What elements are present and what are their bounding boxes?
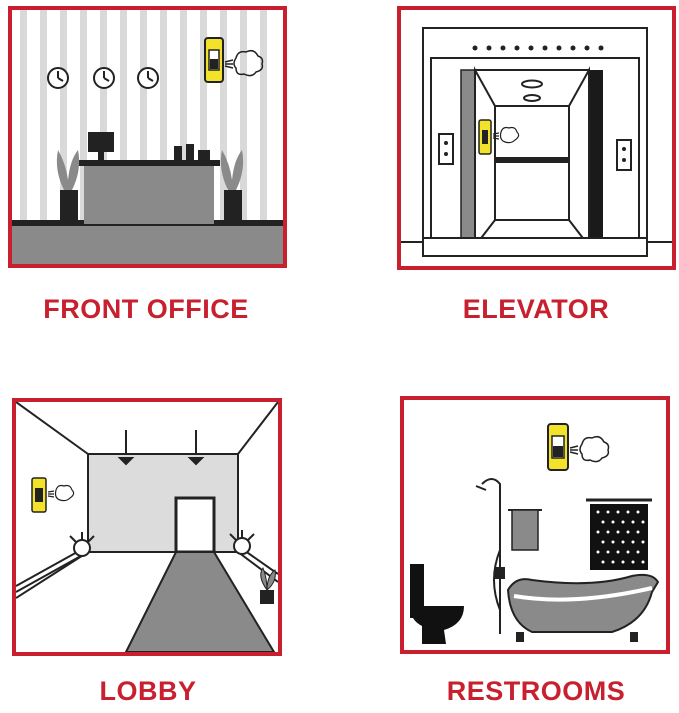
clock-icon xyxy=(93,67,115,89)
lobby-illustration xyxy=(16,402,278,652)
front-office-illustration xyxy=(12,10,283,264)
panel-lobby xyxy=(12,398,282,656)
shower-icon xyxy=(475,478,505,634)
panel-restrooms xyxy=(400,396,670,654)
carpet xyxy=(124,551,276,652)
towel-icon xyxy=(586,498,652,570)
spray-icon xyxy=(569,435,610,463)
plant-icon xyxy=(56,150,80,224)
reception-desk xyxy=(78,160,220,224)
toilet-icon xyxy=(410,564,464,644)
towel-icon xyxy=(508,509,542,551)
desk-items xyxy=(174,144,210,160)
clock-icon xyxy=(47,67,69,89)
call-button-panel xyxy=(616,139,632,171)
elevator-doors xyxy=(460,66,603,249)
call-button-panel xyxy=(438,133,454,165)
dispenser-icon xyxy=(31,477,47,513)
floor xyxy=(12,220,283,264)
panel-elevator xyxy=(397,6,676,270)
bathtub-icon xyxy=(506,573,660,642)
plant-icon xyxy=(69,532,95,557)
plant-icon xyxy=(220,150,244,224)
ceiling-lights xyxy=(521,79,543,102)
elevator-illustration xyxy=(401,27,672,257)
plant-icon xyxy=(229,530,255,555)
spray-icon xyxy=(47,484,75,502)
label-restrooms: RESTROOMS xyxy=(446,676,626,706)
dispenser-icon xyxy=(547,423,569,471)
plant-icon xyxy=(260,566,276,604)
dispenser-icon xyxy=(204,37,224,83)
clock-icon xyxy=(137,67,159,89)
computer-icon xyxy=(88,132,114,160)
restrooms-illustration xyxy=(410,423,660,644)
spray-icon xyxy=(492,126,520,144)
pendant-light xyxy=(117,430,205,466)
spray-icon xyxy=(224,49,264,77)
panel-front-office xyxy=(8,6,287,268)
label-front-office: FRONT OFFICE xyxy=(43,294,249,324)
indicator-lights xyxy=(472,45,604,51)
label-lobby: LOBBY xyxy=(99,676,197,706)
dispenser-icon xyxy=(478,119,492,155)
label-elevator: ELEVATOR xyxy=(462,294,610,324)
doorway xyxy=(174,496,216,554)
